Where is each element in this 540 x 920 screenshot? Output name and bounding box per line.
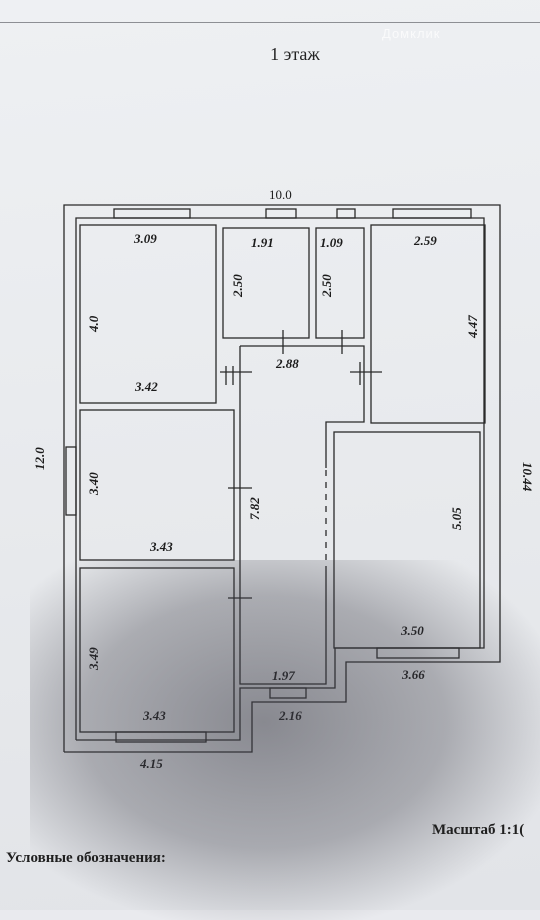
- dim-room-ne-height: 4.47: [465, 315, 480, 339]
- dim-bath1-height: 2.50: [230, 274, 245, 298]
- floor-title: 1 этаж: [270, 44, 320, 64]
- bath1-outline: [222, 227, 310, 339]
- dim-overall-left-height: 12.0: [32, 447, 47, 470]
- dim-corridor-length: 7.82: [247, 497, 262, 520]
- dim-bath2-width: 1.09: [320, 235, 343, 250]
- dim-room-ne-width: 2.59: [413, 233, 437, 248]
- window-w: [65, 446, 77, 516]
- dim-room-nw-height: 4.0: [86, 315, 101, 333]
- dim-bottom-left-outer: 4.15: [139, 756, 163, 771]
- watermark: Домклик: [382, 26, 441, 41]
- dim-overall-right-height: 10.44: [520, 462, 535, 492]
- scale-label: Масштаб 1:1(: [432, 822, 525, 838]
- dim-hall-width: 2.88: [275, 356, 299, 371]
- dim-room-w-bottom: 3.43: [149, 539, 173, 554]
- window-nw: [113, 208, 191, 219]
- dim-entry-width: 1.97: [272, 668, 295, 683]
- dim-room-e-height: 5.05: [449, 507, 464, 530]
- dim-bath2-height: 2.50: [319, 274, 334, 298]
- dim-room-nw-bottom: 3.42: [134, 379, 158, 394]
- dim-room-w-height: 3.40: [86, 472, 101, 496]
- dim-room-sw-bottom: 3.43: [142, 708, 166, 723]
- window-e: [376, 647, 460, 659]
- dim-room-nw-width: 3.09: [133, 231, 157, 246]
- dim-room-sw-height: 3.49: [86, 647, 101, 671]
- bath2-outline: [315, 227, 365, 339]
- sheet-top-border: [0, 22, 540, 23]
- room-e-outline: [333, 431, 481, 649]
- window-bath2: [336, 208, 356, 219]
- room-nw-outline: [79, 224, 217, 404]
- dim-room-e-bottom: 3.50: [400, 623, 424, 638]
- dim-overall-width: 10.0: [269, 187, 292, 202]
- room-ne-outline: [370, 224, 486, 424]
- entry-door: [269, 687, 307, 699]
- dim-bottom-right-outer: 3.66: [401, 667, 425, 682]
- dim-entry-outer: 2.16: [278, 708, 302, 723]
- window-ne: [392, 208, 472, 219]
- room-w-outline: [79, 409, 235, 561]
- corridor-top-wall: [240, 345, 365, 468]
- window-bath1: [265, 208, 297, 219]
- dim-bath1-width: 1.91: [251, 235, 274, 250]
- legend-label: Условные обозначения:: [6, 850, 166, 866]
